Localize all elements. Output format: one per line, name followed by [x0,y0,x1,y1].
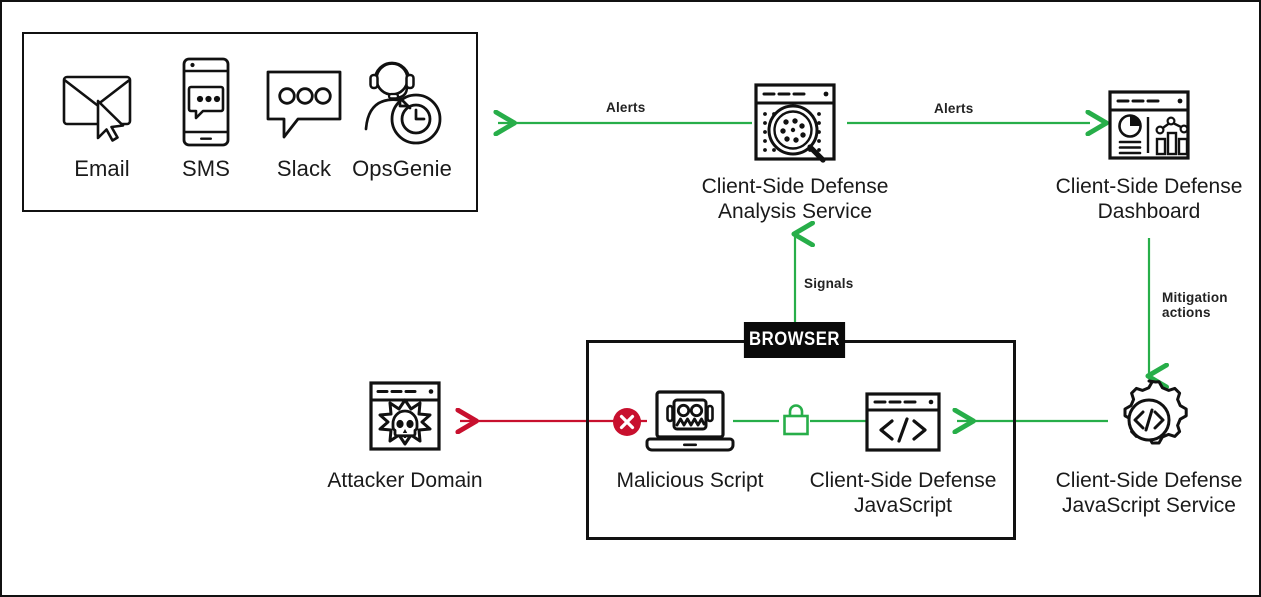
padlock-icon [783,404,809,436]
node-label: Client-Side Defense JavaScript Service [1055,469,1243,517]
channel-sms[interactable]: SMS [154,50,258,182]
browser-chip-label: BROWSER [743,322,846,358]
node-csd-javascript[interactable]: Client-Side Defense JavaScript [783,384,1023,518]
browser-charts-icon [1029,84,1259,166]
browser-code-icon [783,384,1023,460]
notification-channels-panel: Email SMS [22,32,478,212]
channel-opsgenie[interactable]: OpsGenie [350,50,454,182]
envelope-cursor-icon [50,50,154,154]
channel-label: SMS [182,156,230,181]
headset-agent-clock-icon [350,50,454,154]
edge-label-mitigation: Mitigation actions [1162,290,1228,320]
node-analysis-service[interactable]: Client-Side Defense Analysis Service [675,83,915,224]
node-dashboard[interactable]: Client-Side Defense Dashboard [1029,84,1259,224]
gear-code-icon [1029,379,1259,460]
browser-dotgrid-magnifier-icon [675,83,915,166]
edge-label-signals: Signals [804,276,854,291]
browser-skull-burst-icon [285,380,525,460]
edge-label-alerts-left: Alerts [606,100,646,115]
x-circle-icon [613,408,641,436]
node-label: Client-Side Defense JavaScript [809,469,997,517]
phone-message-icon [154,50,258,154]
node-malicious-script[interactable]: Malicious Script [570,384,810,493]
node-label: Malicious Script [616,469,764,492]
channel-label: Slack [276,156,332,181]
channel-label: Email [74,156,130,181]
laptop-bot-icon [570,384,810,460]
speech-bubble-dots-icon [252,50,356,154]
node-label: Client-Side Defense Dashboard [1055,175,1243,223]
node-attacker-domain[interactable]: Attacker Domain [285,380,525,493]
node-label: Attacker Domain [327,469,483,492]
node-js-service[interactable]: Client-Side Defense JavaScript Service [1029,379,1259,518]
node-label: Client-Side Defense Analysis Service [701,175,889,223]
channel-label: OpsGenie [352,156,452,181]
edge-label-alerts-right: Alerts [934,101,974,116]
channel-email[interactable]: Email [50,50,154,182]
channel-slack[interactable]: Slack [252,50,356,182]
